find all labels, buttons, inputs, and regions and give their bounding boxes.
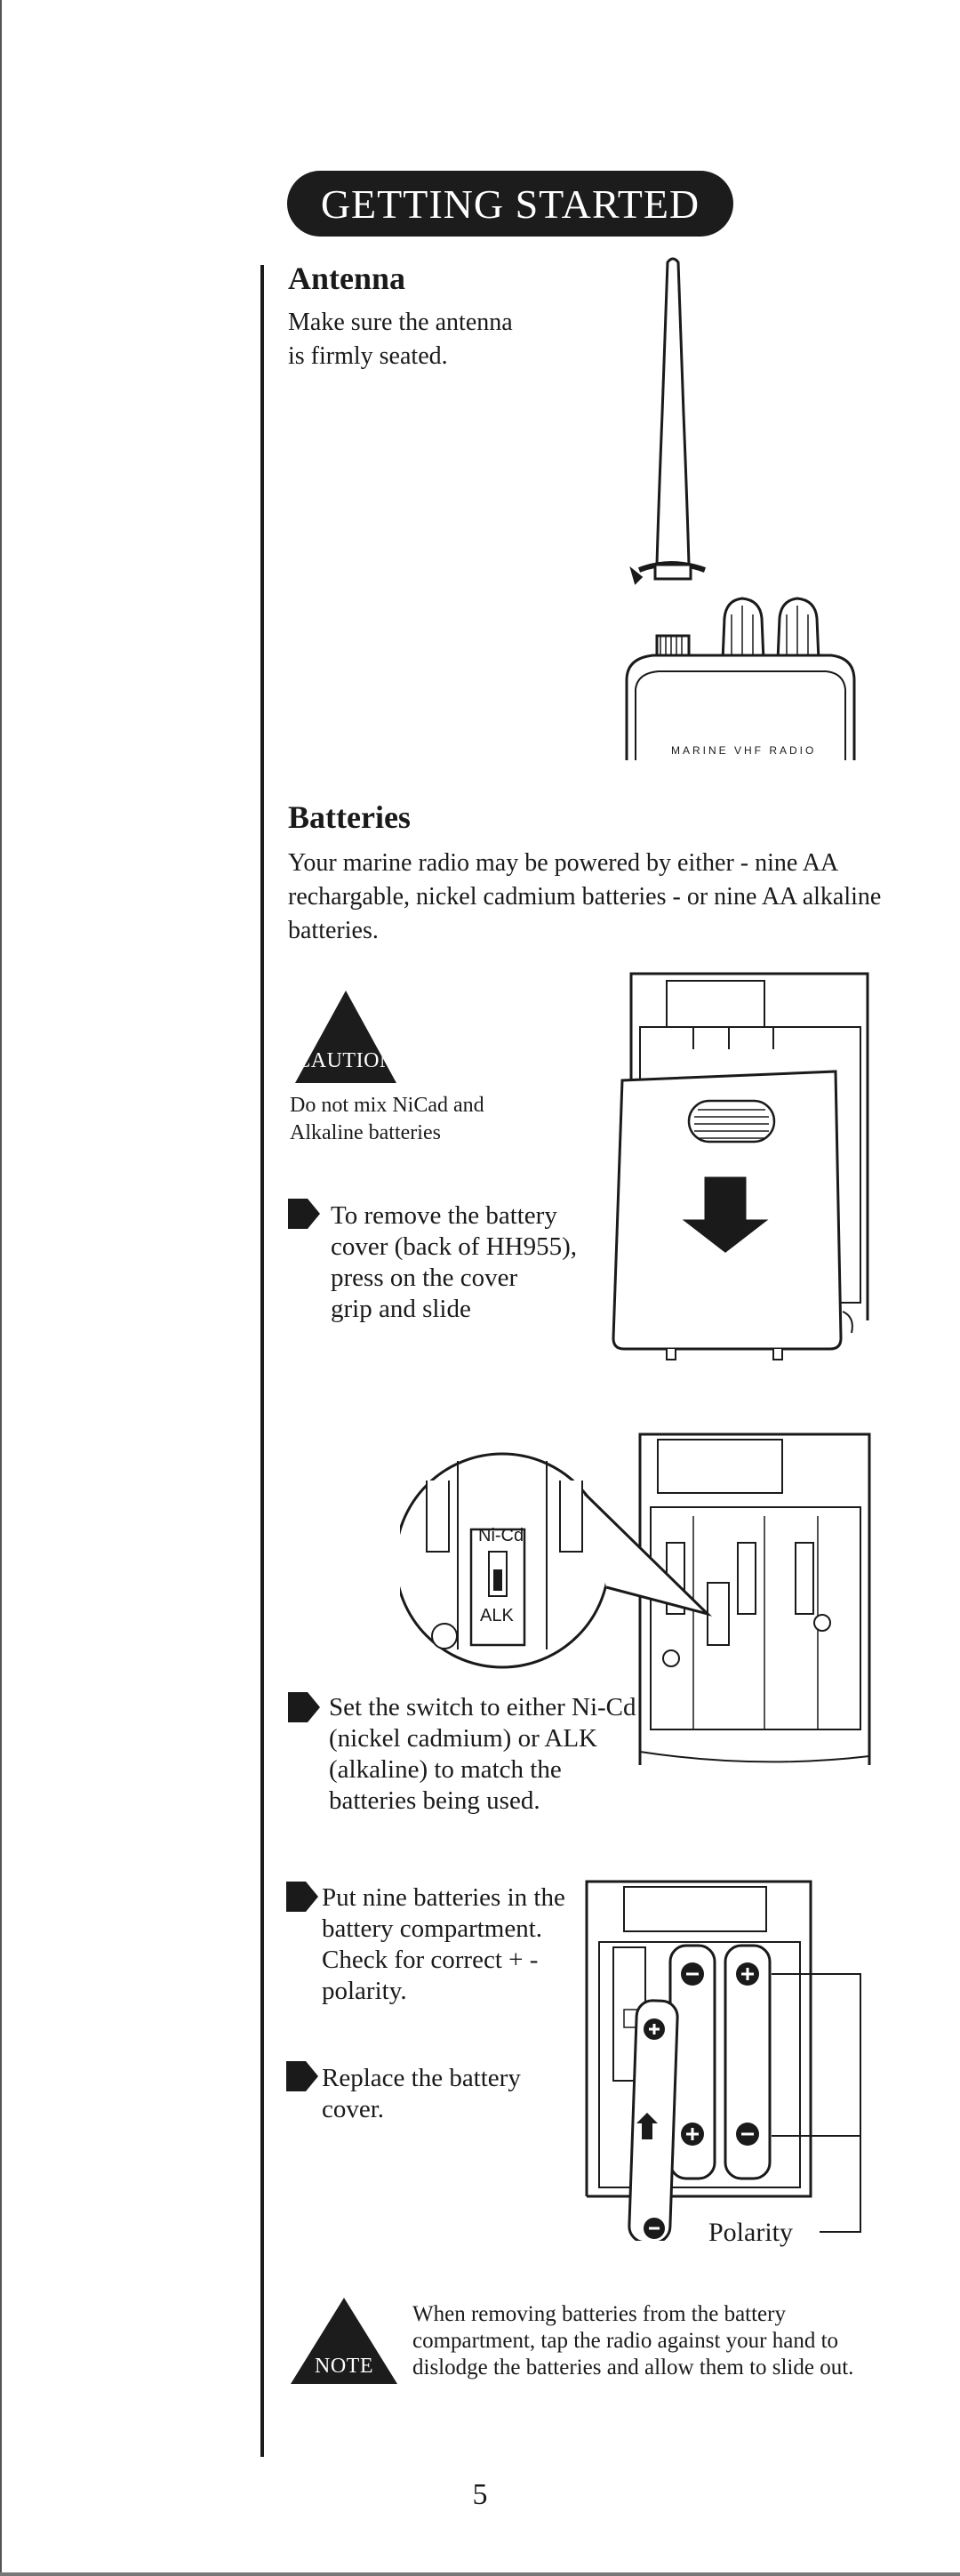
margin-rule	[260, 265, 264, 2457]
step-remove-line-4: grip and slide	[331, 1295, 471, 1323]
caution-label: CAUTION	[296, 1049, 396, 1072]
note-triangle-icon	[291, 2298, 397, 2384]
switch-label-alk: ALK	[480, 1606, 514, 1625]
antenna-illustration: MARINE VHF RADIO	[625, 257, 856, 760]
batteries-heading: Batteries	[288, 799, 411, 835]
note-text-line-2: compartment, tap the radio against your …	[412, 2329, 839, 2353]
note-label: NOTE	[315, 2355, 373, 2378]
warning-triangle-icon	[295, 991, 396, 1083]
step-remove-line-3: press on the cover	[331, 1264, 518, 1292]
step-replace-line-1: Replace the battery	[322, 2064, 521, 2092]
polarity-label: Polarity	[708, 2218, 793, 2247]
caution-text-line-2: Alkaline batteries	[290, 1121, 441, 1144]
caution-badge: CAUTION	[292, 987, 400, 1087]
battery-cover-illustration	[612, 972, 869, 1360]
note-text-line-3: dislodge the batteries and allow them to…	[412, 2355, 854, 2379]
step-insert-line-3: Check for correct + -	[322, 1946, 539, 1974]
battery-polarity-illustration	[585, 1880, 861, 2241]
note-badge: NOTE	[287, 2294, 401, 2387]
arrow-bullet-icon	[288, 1692, 320, 1722]
note-text-line-1: When removing batteries from the battery	[412, 2302, 786, 2326]
step-remove-line-1: To remove the battery	[331, 1201, 557, 1230]
battery-switch-illustration: Ni-Cd ALK	[400, 1432, 871, 1765]
step-insert-line-1: Put nine batteries in the	[322, 1883, 565, 1912]
step-insert-line-2: battery compartment.	[322, 1914, 543, 1943]
arrow-bullet-icon	[288, 1199, 320, 1229]
radio-label: MARINE VHF RADIO	[671, 744, 816, 757]
arrow-bullet-icon	[286, 1882, 318, 1912]
caution-text-line-1: Do not mix NiCad and	[290, 1094, 484, 1117]
switch-label-nicd: Ni-Cd	[478, 1526, 524, 1545]
batteries-intro-line-3: batteries.	[288, 917, 379, 944]
step-switch-line-3: (alkaline) to match the	[329, 1755, 562, 1784]
page-number: 5	[472, 2478, 488, 2511]
antenna-text-line-1: Make sure the antenna	[288, 309, 513, 336]
step-switch-line-2: (nickel cadmium) or ALK	[329, 1724, 597, 1753]
step-insert-line-4: polarity.	[322, 1977, 407, 2005]
antenna-heading: Antenna	[288, 261, 406, 296]
page-edge	[0, 0, 2, 2576]
step-switch-line-4: batteries being used.	[329, 1786, 540, 1815]
batteries-intro-line-1: Your marine radio may be powered by eith…	[288, 849, 839, 877]
antenna-text-line-2: is firmly seated.	[288, 342, 448, 370]
step-remove-line-2: cover (back of HH955),	[331, 1232, 578, 1261]
step-switch-line-1: Set the switch to either Ni-Cd	[329, 1693, 636, 1721]
batteries-intro-line-2: rechargable, nickel cadmium batteries - …	[288, 883, 882, 911]
step-replace-line-2: cover.	[322, 2095, 385, 2123]
section-banner: GETTING STARTED	[287, 171, 733, 237]
arrow-bullet-icon	[286, 2061, 318, 2091]
page-edge-bottom	[0, 2572, 960, 2576]
